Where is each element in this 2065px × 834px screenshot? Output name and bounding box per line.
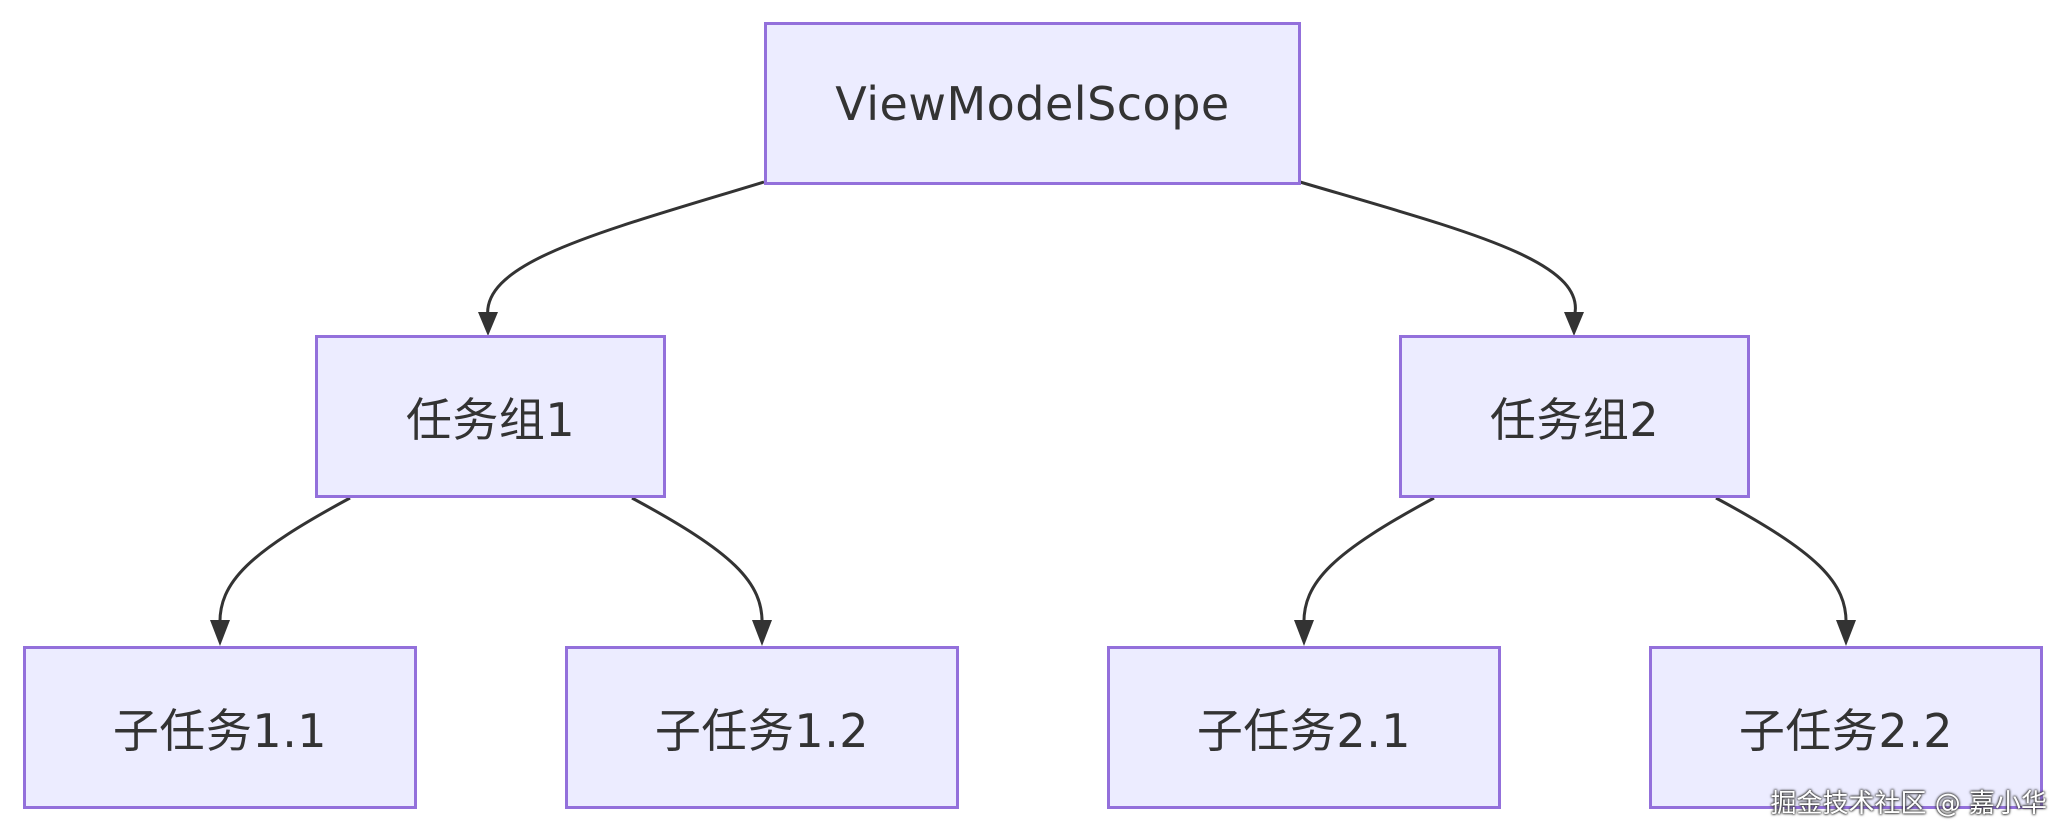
edge-group-1-to-child-1-2	[631, 496, 764, 627]
edge-root-to-group-2	[1299, 180, 1577, 319]
node-label: 子任务2.1	[1196, 703, 1412, 758]
arrowhead-child-2-1	[1294, 620, 1314, 646]
edge-group-1-to-child-1-1	[218, 496, 351, 627]
arrowhead-group-2	[1564, 312, 1584, 336]
node-subtask-1-2: 子任务1.2	[565, 646, 959, 809]
node-subtask-2-2: 子任务2.2	[1649, 646, 2043, 809]
arrowhead-group-1	[478, 312, 498, 336]
node-subtask-1-1: 子任务1.1	[23, 646, 417, 809]
node-label: ViewModelScope	[835, 76, 1230, 131]
watermark: 掘金技术社区 @ 嘉小华	[1770, 789, 2047, 819]
node-viewmodelscope: ViewModelScope	[764, 22, 1301, 185]
node-label: 子任务1.1	[112, 703, 328, 758]
edge-group-2-to-child-2-1	[1302, 496, 1435, 627]
node-task-group-2: 任务组2	[1399, 335, 1750, 498]
arrowhead-child-1-1	[210, 620, 230, 646]
node-label: 子任务1.2	[654, 703, 870, 758]
node-task-group-1: 任务组1	[315, 335, 666, 498]
edge-root-to-group-1	[486, 180, 765, 319]
arrowhead-child-1-2	[752, 620, 772, 646]
node-subtask-2-1: 子任务2.1	[1107, 646, 1501, 809]
node-label: 任务组2	[1489, 392, 1660, 447]
node-label: 子任务2.2	[1738, 703, 1954, 758]
edge-group-2-to-child-2-2	[1715, 496, 1848, 627]
node-label: 任务组1	[405, 392, 576, 447]
arrowhead-child-2-2	[1836, 620, 1856, 646]
